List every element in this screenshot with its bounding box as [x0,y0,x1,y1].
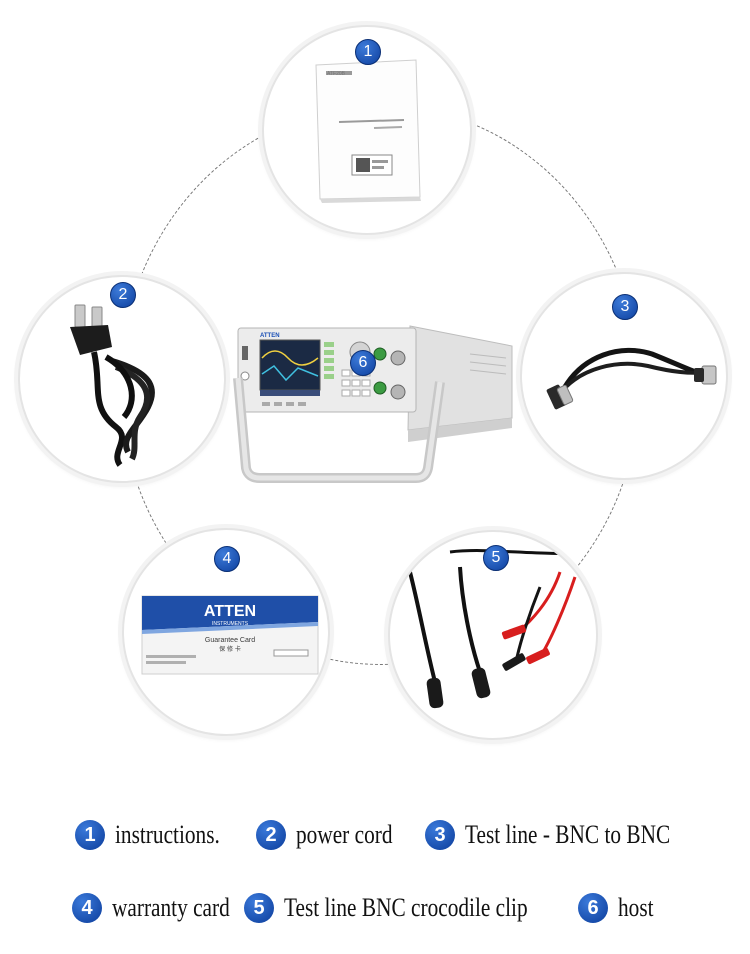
bubble-bnc-cable: 3 [520,272,728,480]
bubble-power-cord: 2 [18,275,226,483]
legend-number-1: 1 [75,820,105,850]
bnc-cable-image [546,347,717,410]
legend-label-3: Test line - BNC to BNC [465,820,671,849]
legend-label-5: Test line BNC crocodile clip [284,893,528,922]
device-brand: ATTEN [260,333,280,339]
warranty-title-cn: 保 修 卡 [219,645,241,653]
crocodile-cable-image [408,549,591,709]
warranty-sub: INSTRUMENTS [212,621,249,627]
legend-number-3: 3 [425,820,455,850]
badge-2: 2 [110,282,136,308]
legend-item-1: 1 instructions. [75,820,243,850]
badge-5: 5 [483,545,509,571]
legend-item-6: 6 host [578,893,661,923]
legend-number-5: 5 [244,893,274,923]
bubble-crocodile-cable: 5 [388,530,598,740]
manual-image: ATF20B [315,59,421,203]
badge-3: 3 [612,294,638,320]
legend-number-6: 6 [578,893,608,923]
legend-item-2: 2 power cord [256,820,414,850]
legend-label-4: warranty card [112,893,230,922]
legend-label-2: power cord [296,820,393,849]
legend-item-4: 4 warranty card [72,893,256,923]
manual-header: ATF20B [327,71,346,77]
legend-label-1: instructions. [115,820,220,849]
legend-item-3: 3 Test line - BNC to BNC [425,820,715,850]
legend-item-5: 5 Test line BNC crocodile clip [244,893,581,923]
warranty-card-image: ATTEN INSTRUMENTS Guarantee Card 保 修 卡 [141,595,319,675]
badge-4: 4 [214,546,240,572]
host-device-image: ATTEN [233,325,513,483]
power-cord-image [70,304,155,467]
legend-number-2: 2 [256,820,286,850]
warranty-brand: ATTEN [204,603,256,620]
badge-6: 6 [350,350,376,376]
warranty-title: Guarantee Card [205,637,255,644]
legend-number-4: 4 [72,893,102,923]
badge-1: 1 [355,39,381,65]
legend-label-6: host [618,893,654,922]
bubble-warranty-card: ATTEN INSTRUMENTS Guarantee Card 保 修 卡 4 [122,528,330,736]
bubble-instructions: ATF20B 1 [262,25,472,235]
host-device: ATTEN 6 [230,318,520,488]
